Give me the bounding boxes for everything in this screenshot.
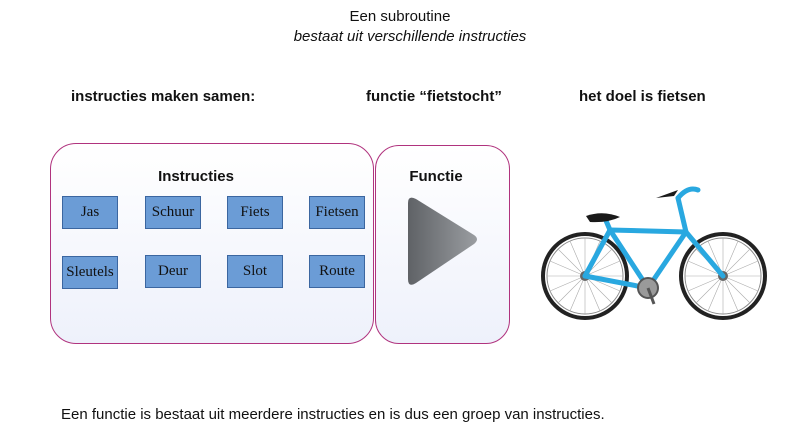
instructions-box: [50, 143, 374, 344]
instruction-tile-fietsen: Fietsen: [309, 196, 365, 229]
instruction-tile-route: Route: [309, 255, 365, 288]
instruction-tile-fiets: Fiets: [227, 196, 283, 229]
diagram-title: Een subroutine: [349, 8, 451, 25]
heading-instructions: instructies maken samen:: [71, 88, 256, 105]
bicycle-icon: [541, 186, 767, 320]
instruction-tile-jas: Jas: [62, 196, 118, 229]
footer-text: Een functie is bestaat uit meerdere inst…: [61, 406, 605, 423]
play-icon: [408, 197, 477, 285]
instruction-tile-deur: Deur: [145, 255, 201, 288]
instruction-tile-sleutels: Sleutels: [62, 256, 118, 289]
function-label: Functie: [409, 168, 463, 185]
instructions-label: Instructies: [158, 168, 234, 185]
instruction-tile-schuur: Schuur: [145, 196, 201, 229]
heading-goal: het doel is fietsen: [579, 88, 706, 105]
heading-function: functie “fietstocht”: [366, 88, 502, 105]
instruction-tile-slot: Slot: [227, 255, 283, 288]
diagram-subtitle: bestaat uit verschillende instructies: [293, 28, 527, 45]
